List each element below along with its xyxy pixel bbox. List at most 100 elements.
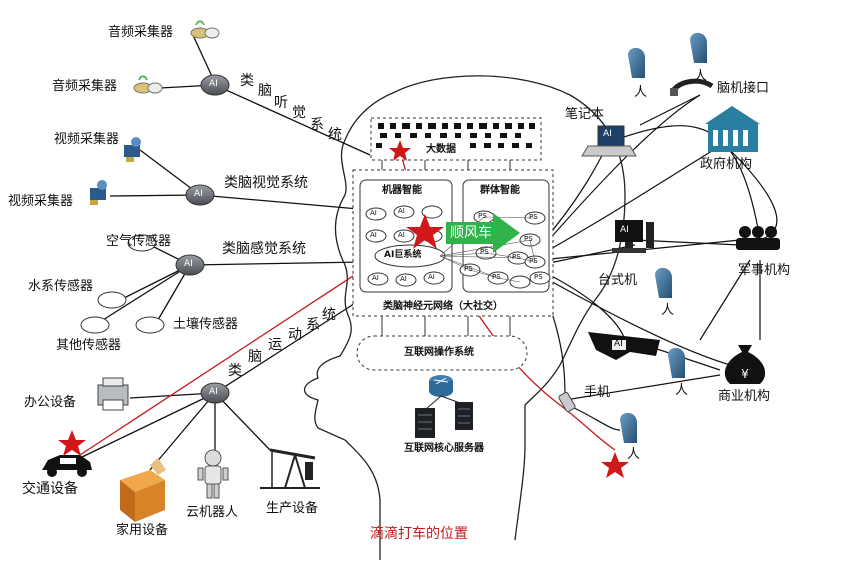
- label-shunfengche: 顺风车: [450, 225, 492, 241]
- laptop-icon: [581, 125, 637, 157]
- ai-hub-label-audio: AI: [209, 79, 218, 89]
- label-government: 政府机构: [700, 157, 753, 172]
- label-ai-giant: AI巨系统: [384, 250, 422, 260]
- label-production: 生产设备: [266, 501, 319, 516]
- person-label: 人: [661, 303, 675, 318]
- mesh-lines: [439, 216, 536, 283]
- auditory-char: 脑: [258, 83, 272, 99]
- ai-hub-label-sensor: AI: [184, 259, 193, 269]
- label-sensory-system: 类脑感觉系统: [222, 241, 306, 257]
- auditory-char: 觉: [292, 105, 306, 121]
- red-stars: [58, 140, 629, 478]
- person-label: 人: [634, 85, 648, 100]
- money-bag-icon: ¥: [724, 345, 766, 384]
- label-military: 军事机构: [738, 263, 791, 278]
- auditory-char: 类: [240, 73, 254, 89]
- smart-glasses-icon: [588, 332, 660, 360]
- bus-lines: [381, 160, 511, 336]
- auditory-char: 统: [328, 127, 342, 143]
- didi-location-caption: 滴滴打车的位置: [370, 526, 468, 542]
- ps-node-label: PS: [492, 273, 501, 281]
- label-soil-sensor: 土壤传感器: [173, 317, 239, 332]
- label-audio-2: 音频采集器: [52, 79, 118, 94]
- label-traffic: 交通设备: [22, 481, 78, 497]
- video-camera-icon: [90, 180, 107, 205]
- video-camera-icon: [124, 137, 141, 162]
- motor-char: 脑: [248, 349, 262, 365]
- ai-node-label: AI: [398, 231, 405, 239]
- svg-text:¥: ¥: [741, 367, 749, 381]
- mobile-phone-icon: [558, 391, 576, 413]
- car-icon: [42, 455, 92, 477]
- ps-node-label: PS: [480, 248, 489, 256]
- desktop-ai-label: AI: [620, 225, 629, 235]
- ai-nodes: [365, 205, 446, 287]
- label-phone: 手机: [584, 385, 611, 400]
- label-visual-system: 类脑视觉系统: [224, 175, 308, 191]
- ai-node-label: AI: [372, 274, 379, 282]
- label-business: 商业机构: [718, 389, 771, 404]
- ps-node-label: PS: [512, 253, 521, 261]
- desktop-computer-icon: [612, 220, 654, 253]
- label-internet-os: 互联网操作系统: [404, 347, 474, 358]
- ps-node-label: PS: [534, 273, 543, 281]
- sensor-icons: [80, 234, 165, 334]
- label-core-server: 互联网核心服务器: [404, 443, 484, 454]
- ai-hubs: [175, 74, 230, 404]
- person-label: 人: [627, 447, 641, 462]
- audio-device-icon: [190, 20, 220, 39]
- printer-icon: [97, 377, 129, 411]
- ai-node-label: AI: [370, 231, 377, 239]
- audio-device-icon: [133, 75, 163, 94]
- label-audio-1: 音频采集器: [108, 25, 174, 40]
- glasses-ai-label: AI: [614, 339, 623, 349]
- ai-node-label: AI: [428, 273, 435, 281]
- motor-char: 类: [228, 363, 242, 379]
- label-notebook: 笔记本: [565, 107, 605, 122]
- ai-node-label: AI: [370, 209, 377, 217]
- robot-icon: [197, 449, 229, 499]
- label-robot: 云机器人: [186, 505, 239, 520]
- big-data-blocks: [376, 123, 535, 148]
- laptop-ai-label: AI: [603, 129, 612, 139]
- brain-interface-icon: [669, 78, 714, 96]
- ai-hub-label-video: AI: [194, 189, 203, 199]
- ps-node-label: PS: [478, 212, 487, 220]
- label-machine-intel: 机器智能: [382, 185, 422, 196]
- auditory-char: 系: [310, 117, 324, 133]
- motor-char: 统: [322, 307, 336, 323]
- label-video-1: 视频采集器: [54, 132, 120, 147]
- person-label: 人: [675, 383, 689, 398]
- ai-hub-label-motor: AI: [209, 387, 218, 397]
- person-label: 人: [694, 69, 708, 84]
- label-big-data: 大数据: [426, 144, 456, 155]
- motor-char: 运: [268, 337, 282, 353]
- ps-node-label: PS: [524, 235, 533, 243]
- label-desktop: 台式机: [598, 273, 638, 288]
- internet-os-box: [356, 335, 528, 371]
- pump-jack-icon: [260, 448, 320, 489]
- motor-char: 系: [306, 317, 320, 333]
- auditory-char: 听: [274, 95, 288, 111]
- label-other-sensor: 其他传感器: [56, 338, 122, 353]
- ps-node-label: PS: [529, 213, 538, 221]
- shunfengche-arrow: [446, 213, 520, 253]
- household-box-icon: [120, 458, 166, 522]
- person-icons: [620, 32, 707, 443]
- server-icon: [415, 375, 473, 438]
- motor-char: 动: [288, 327, 302, 343]
- government-building-icon: [705, 106, 760, 152]
- ai-node-label: AI: [398, 207, 405, 215]
- ps-node-label: PS: [529, 257, 538, 265]
- ps-node-label: PS: [464, 265, 473, 273]
- label-group-intel: 群体智能: [480, 185, 520, 196]
- label-video-2: 视频采集器: [8, 194, 74, 209]
- label-air-sensor: 空气传感器: [106, 234, 172, 249]
- head-outline: [303, 75, 626, 560]
- label-home: 家用设备: [116, 523, 169, 538]
- label-water-sensor: 水系传感器: [28, 279, 94, 294]
- military-icon: [736, 226, 780, 250]
- label-bci: 脑机接口: [717, 81, 770, 96]
- label-office: 办公设备: [24, 395, 77, 410]
